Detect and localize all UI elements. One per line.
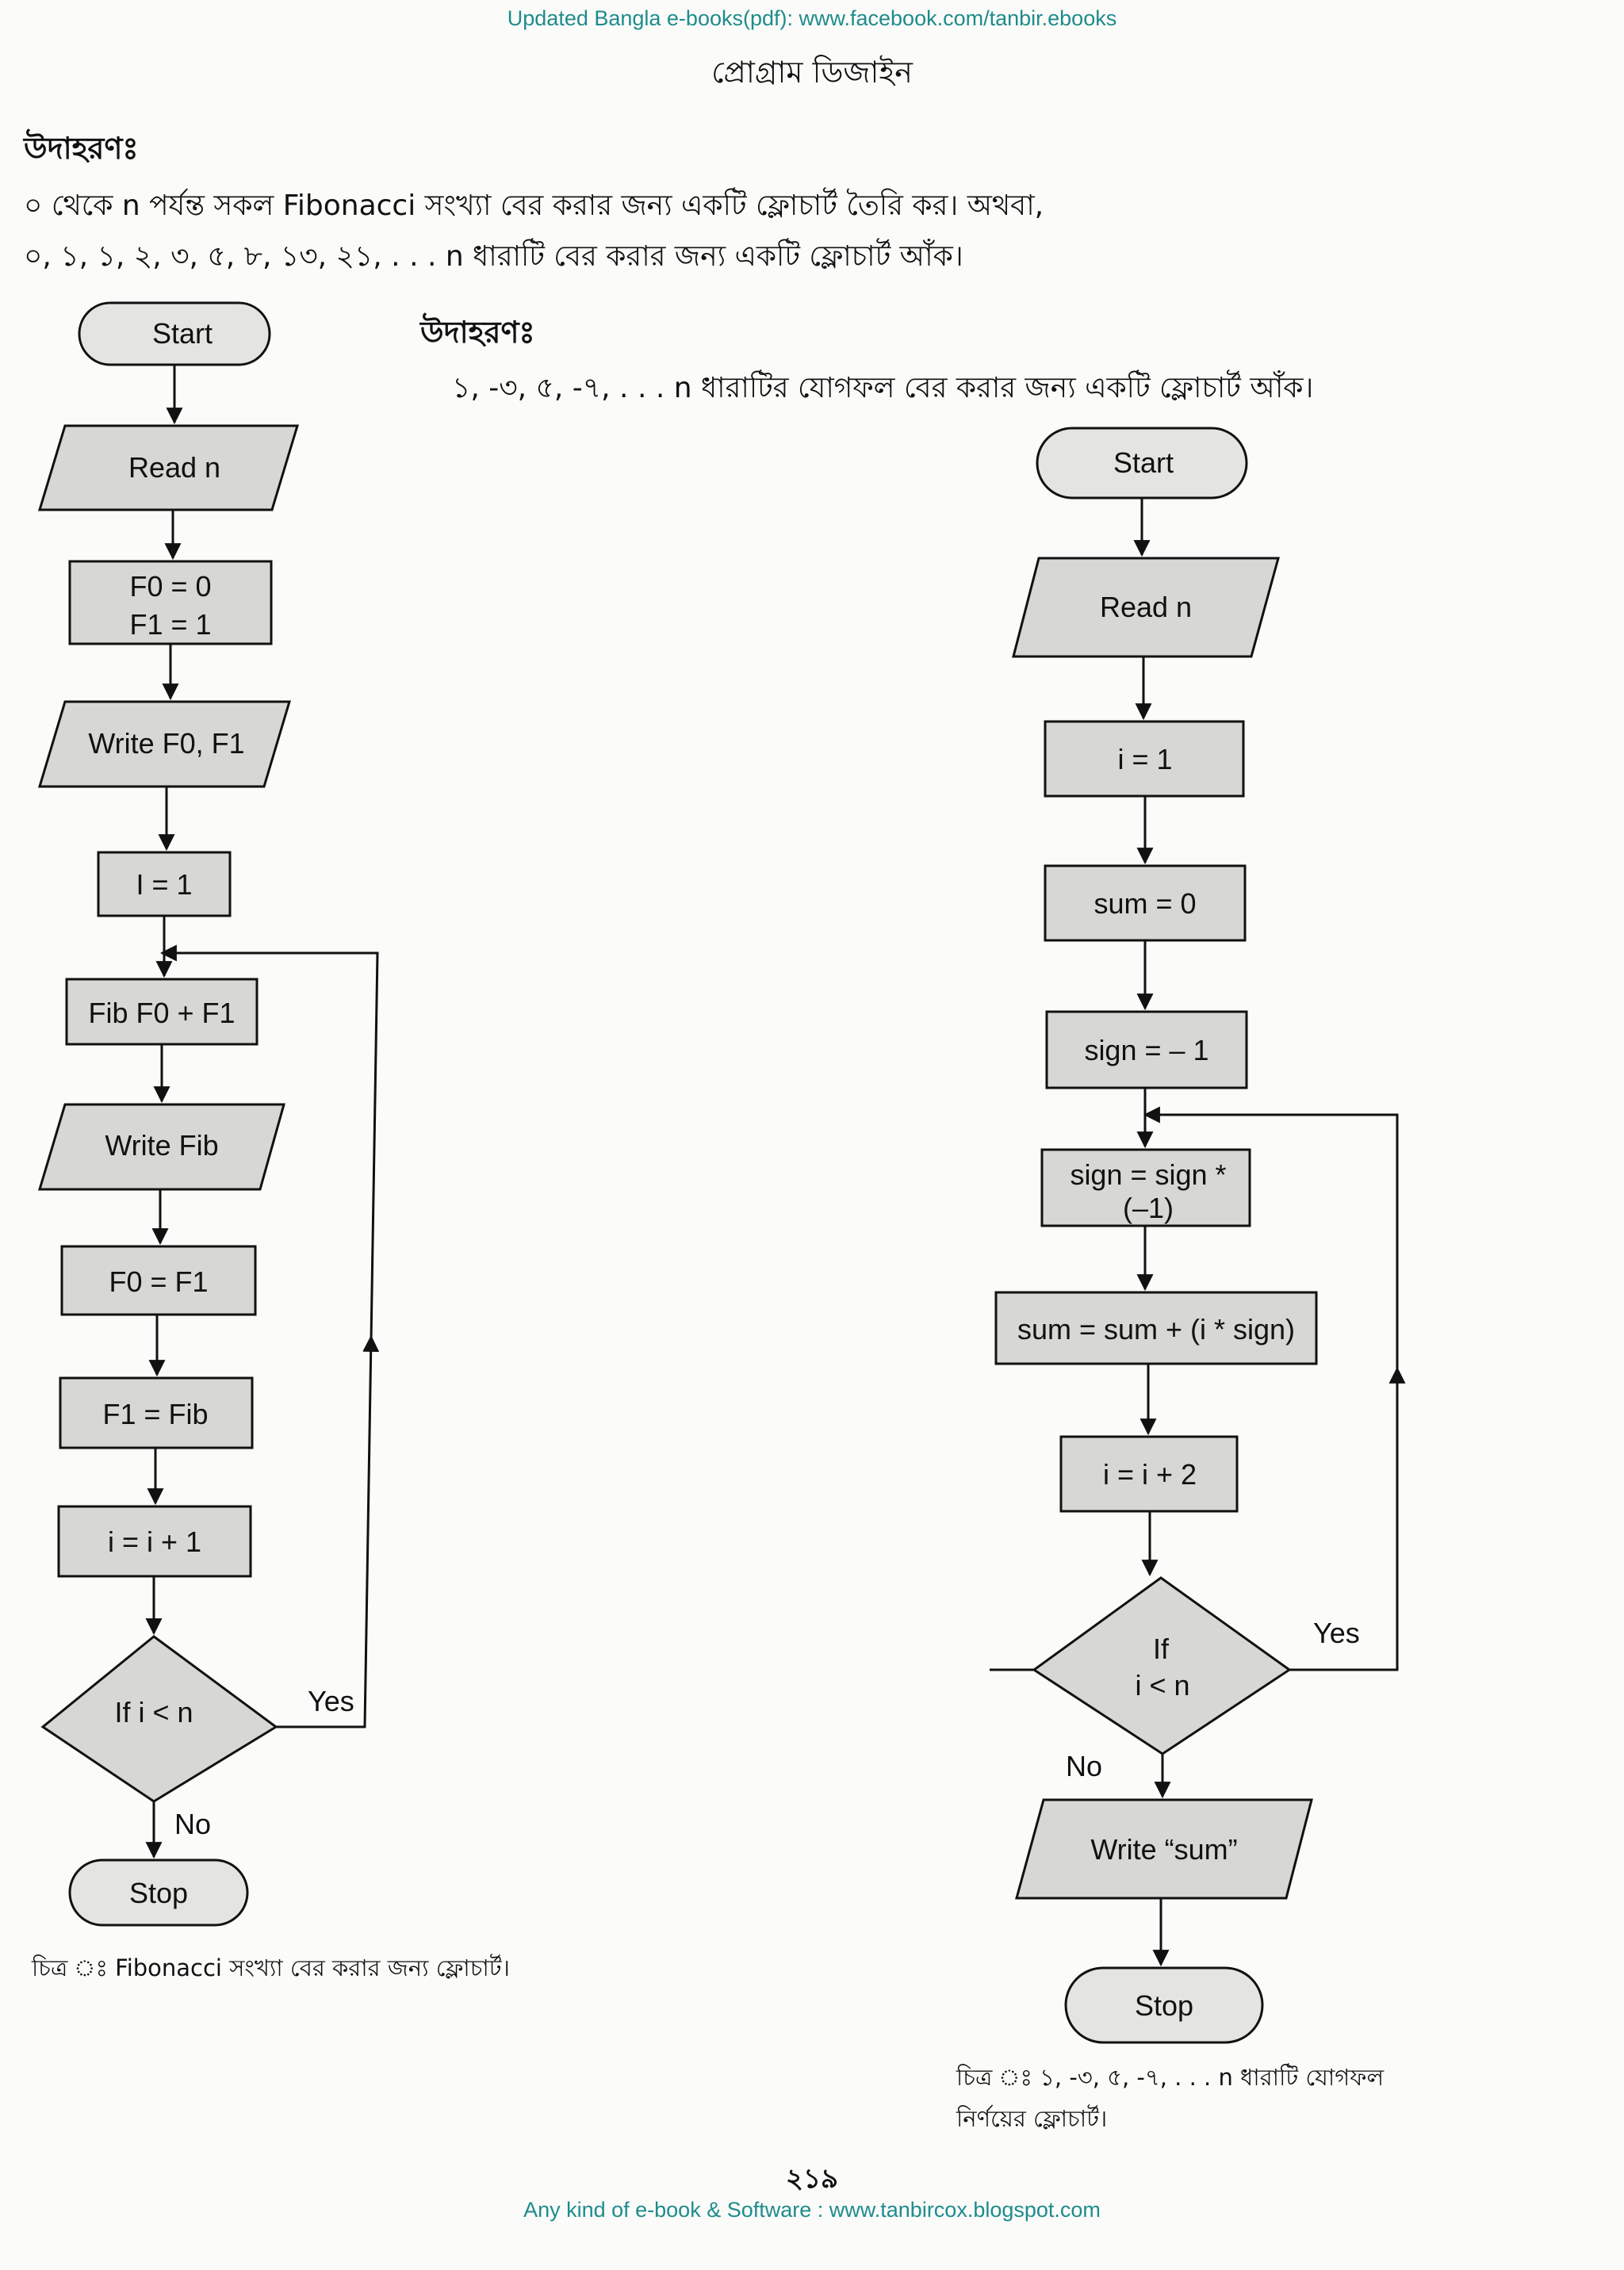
- f1-write-fib-label: Write Fib: [105, 1129, 218, 1162]
- f2-yes-loop-up: [1289, 1366, 1406, 1671]
- f2-decision-label-2: i < n: [1135, 1669, 1189, 1702]
- f1-no-label: No: [174, 1808, 211, 1840]
- f2-stop-terminal: [1064, 1966, 1264, 2044]
- example-1-heading: উদাহরণঃ: [24, 131, 139, 166]
- f1-f1-assign-label: F1 = Fib: [102, 1398, 208, 1430]
- f2-stop-label: Stop: [1135, 1989, 1193, 2022]
- f1-start-label: Start: [152, 317, 213, 350]
- f2-sign-update-label-2: (–1): [1123, 1192, 1174, 1224]
- f1-fib-process: [65, 978, 259, 1046]
- example-2-line-1: ১, -৩, ৫, -৭, . . . n ধারাটির যোগফল বের …: [452, 372, 1314, 404]
- f1-init-f-process: [68, 560, 273, 645]
- fibonacci-caption: চিত্র ঃ Fibonacci সংখ্যা বের করার জন্য ফ…: [32, 1954, 510, 1981]
- series-caption-line-2: নির্ণয়ের ফ্লোচার্ট।: [956, 2105, 1108, 2132]
- f2-write-io: [1015, 1798, 1313, 1900]
- f2-increment-label: i = i + 2: [1103, 1458, 1197, 1491]
- f1-decision-label: If i < n: [114, 1696, 193, 1728]
- f2-start-label: Start: [1113, 446, 1174, 479]
- f2-increment-process: [1059, 1435, 1239, 1513]
- f1-yes-loop-back: [159, 944, 379, 1341]
- f1-f1-assign-process: [59, 1376, 254, 1449]
- example-1-line-1: ০ থেকে n পর্যন্ত সকল Fibonacci সংখ্যা বে…: [24, 189, 1044, 222]
- f2-init-i-process: [1044, 720, 1245, 798]
- f2-read-label: Read n: [1100, 591, 1192, 623]
- f2-init-sign-process: [1045, 1010, 1248, 1089]
- f1-fib-label: Fib F0 + F1: [88, 997, 235, 1029]
- f2-yes-label: Yes: [1313, 1617, 1360, 1649]
- f2-write-label: Write “sum”: [1090, 1833, 1237, 1866]
- fibonacci-flowchart: Start Read n F0 = 0 F1 = 1 Write F0, F1 …: [37, 301, 380, 1927]
- series-caption-line-1: চিত্র ঃ ১, -৩, ৫, -৭, . . . n ধারাটি যোগ…: [956, 2064, 1385, 2091]
- page-number: ২১৯: [785, 2163, 839, 2195]
- f1-yes-label: Yes: [308, 1685, 354, 1717]
- f2-init-sign-label: sign = – 1: [1084, 1034, 1208, 1066]
- f1-read-label: Read n: [128, 451, 220, 484]
- f1-init-i-process: [97, 851, 232, 917]
- f1-write-f-label: Write F0, F1: [88, 727, 244, 760]
- f1-stop-label: Stop: [129, 1877, 188, 1909]
- bottom-banner-link[interactable]: Any kind of e-book & Software : www.tanb…: [523, 2198, 1101, 2222]
- f2-sum-update-label: sum = sum + (i * sign): [1017, 1313, 1295, 1346]
- f2-sign-update-label-1: sign = sign *: [1070, 1158, 1226, 1191]
- example-1-line-2: ০, ১, ১, ২, ৩, ৫, ৮, ১৩, ২১, . . . n ধার…: [24, 240, 963, 273]
- f1-init-f0-label: F0 = 0: [129, 570, 211, 603]
- f1-write-f-io: [37, 700, 292, 788]
- f1-write-fib-io: [37, 1103, 285, 1191]
- top-banner-link[interactable]: Updated Bangla e-books(pdf): www.faceboo…: [507, 6, 1117, 30]
- f2-read-io: [1012, 557, 1280, 658]
- f1-increment-process: [57, 1505, 252, 1578]
- f2-sum-update-process: [994, 1291, 1318, 1365]
- f2-decision-label-1: If: [1153, 1633, 1170, 1665]
- f2-decision: [1032, 1576, 1292, 1755]
- example-2-heading: উদাহরণঃ: [420, 315, 535, 350]
- f1-f0-assign-label: F0 = F1: [109, 1265, 208, 1298]
- chapter-title: প্রোগ্রাম ডিজাইন: [711, 55, 913, 90]
- f1-read-io: [37, 424, 300, 511]
- f2-init-sum-process: [1044, 864, 1247, 942]
- f1-increment-label: i = i + 1: [108, 1525, 201, 1558]
- series-sum-flowchart: Start Read n i = 1 sum = 0 sign = – 1 si…: [990, 427, 1406, 2044]
- f1-init-f1-label: F1 = 1: [129, 608, 211, 641]
- f2-init-i-label: i = 1: [1117, 743, 1172, 775]
- f1-init-i-label: I = 1: [136, 868, 192, 901]
- f1-f0-assign-process: [60, 1245, 257, 1316]
- f1-stop-terminal: [68, 1858, 249, 1927]
- f2-no-label: No: [1066, 1750, 1102, 1782]
- f1-yes-loop-up: [276, 1334, 380, 1728]
- f2-init-sum-label: sum = 0: [1094, 887, 1196, 920]
- f2-yes-loop-back: [1143, 1106, 1399, 1372]
